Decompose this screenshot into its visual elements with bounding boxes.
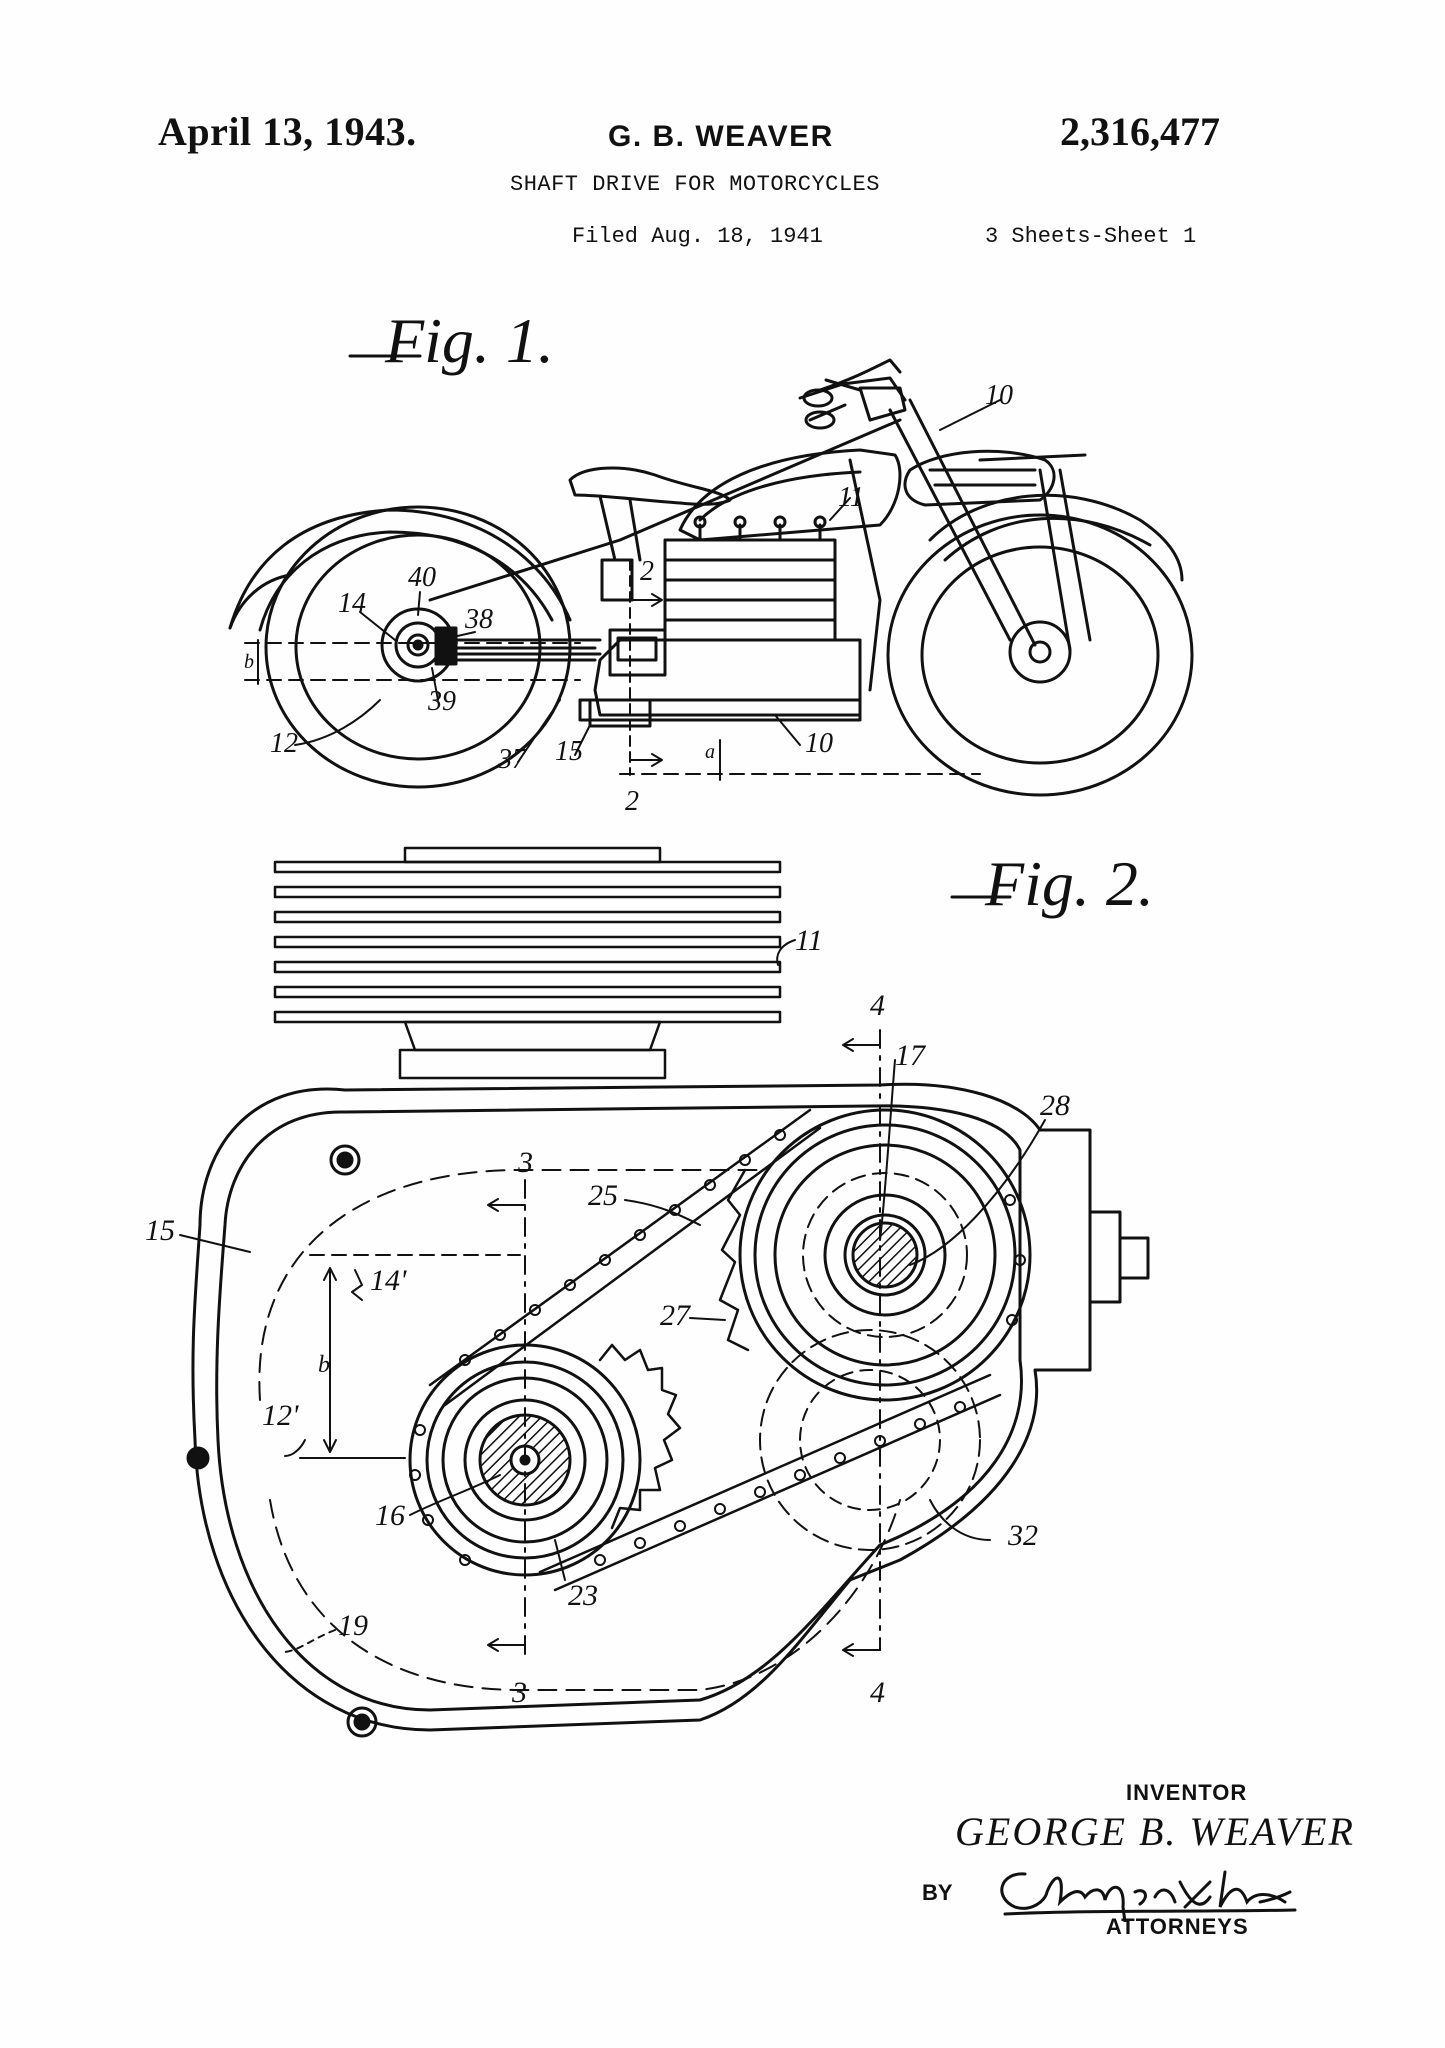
fig2-ref: b [318, 1352, 330, 1378]
fig1-ref: 10 [805, 728, 833, 759]
fig2-ref: 16 [375, 1499, 405, 1532]
fig2-ref: 11 [795, 924, 823, 957]
fig2-ref: 27 [660, 1299, 692, 1332]
fig1-ref: b [244, 651, 254, 673]
front-wheel [886, 513, 1194, 797]
sheet-count: 3 Sheets-Sheet 1 [985, 224, 1197, 249]
attorneys-label: ATTORNEYS [1106, 1914, 1249, 1939]
fig2-ref: 4 [870, 989, 885, 1022]
fig2-ref: 19 [338, 1609, 368, 1642]
fig2-ref: 23 [568, 1579, 598, 1612]
inventor-header: G. B. WEAVER [608, 120, 834, 153]
section-lines [487, 1029, 881, 1661]
fig1-ref: 15 [555, 736, 583, 767]
fig1-reference-numerals: 10 11 2 40 14 38 39 12 37 15 10 2 a b [244, 380, 1013, 817]
fig1-ref: 37 [497, 744, 527, 775]
fig1-leaders [294, 399, 1001, 763]
patent-date: April 13, 1943. [158, 109, 417, 154]
fig2-reference-numerals: 11 4 17 28 3 25 15 14' 27 12' b 16 23 32… [145, 924, 1070, 1709]
fig1-motorcycle: Fig. 1. [228, 305, 1194, 797]
fig1-dimension-lines [244, 642, 981, 775]
chain-links [409, 1129, 1026, 1566]
fig1-ref: 12 [270, 728, 298, 759]
fig1-ref: 2 [640, 556, 654, 587]
frame [428, 418, 902, 602]
driven-sprocket [738, 1108, 1032, 1402]
fig1-ref: 40 [408, 562, 436, 593]
inventor-name: GEORGE B. WEAVER [955, 1809, 1355, 1854]
gear-32 [759, 1329, 981, 1551]
fig1-ref: 39 [427, 686, 456, 717]
fig2-dimension-b [284, 1254, 521, 1459]
fig1-label: Fig. 1. [384, 305, 554, 376]
fig2-ref: 4 [870, 1676, 885, 1709]
rear-fender [228, 508, 572, 630]
fig2-chain-drive: Fig. 2. [186, 846, 1154, 1738]
fig1-ref: 38 [464, 604, 493, 635]
fuel-tank [678, 448, 902, 542]
drive-chain [428, 1108, 1002, 1592]
front-fender [928, 493, 1184, 582]
fig2-ref: 12' [262, 1399, 299, 1432]
fig2-ref: 25 [588, 1179, 618, 1212]
fig2-label: Fig. 2. [984, 848, 1154, 919]
drive-sprocket [408, 1343, 682, 1577]
fig2-leaders [179, 939, 1046, 1653]
attorney-signature [1000, 1870, 1297, 1922]
patent-number: 2,316,477 [1060, 109, 1220, 154]
inventor-label: INVENTOR [1126, 1780, 1248, 1805]
fig1-ref: 2 [625, 786, 639, 817]
fig2-ref: 28 [1040, 1089, 1070, 1122]
fig2-ref: 3 [517, 1146, 533, 1179]
inner-case-outline [258, 1169, 901, 1691]
filed-date: Filed Aug. 18, 1941 [572, 224, 823, 249]
fig2-ref: 17 [895, 1039, 927, 1072]
fig2-ref: 14' [370, 1264, 407, 1297]
patent-title: SHAFT DRIVE FOR MOTORCYCLES [510, 172, 880, 197]
fig2-ref: 3 [511, 1676, 527, 1709]
seat [568, 466, 732, 506]
fig2-ref: 15 [145, 1214, 175, 1247]
cylinder-fins [273, 846, 782, 1080]
by-label: BY [922, 1880, 953, 1905]
crankcase [593, 638, 862, 717]
fig1-ref: a [705, 741, 715, 763]
engine-cylinders [663, 515, 837, 642]
fig2-ref: 32 [1007, 1519, 1038, 1552]
